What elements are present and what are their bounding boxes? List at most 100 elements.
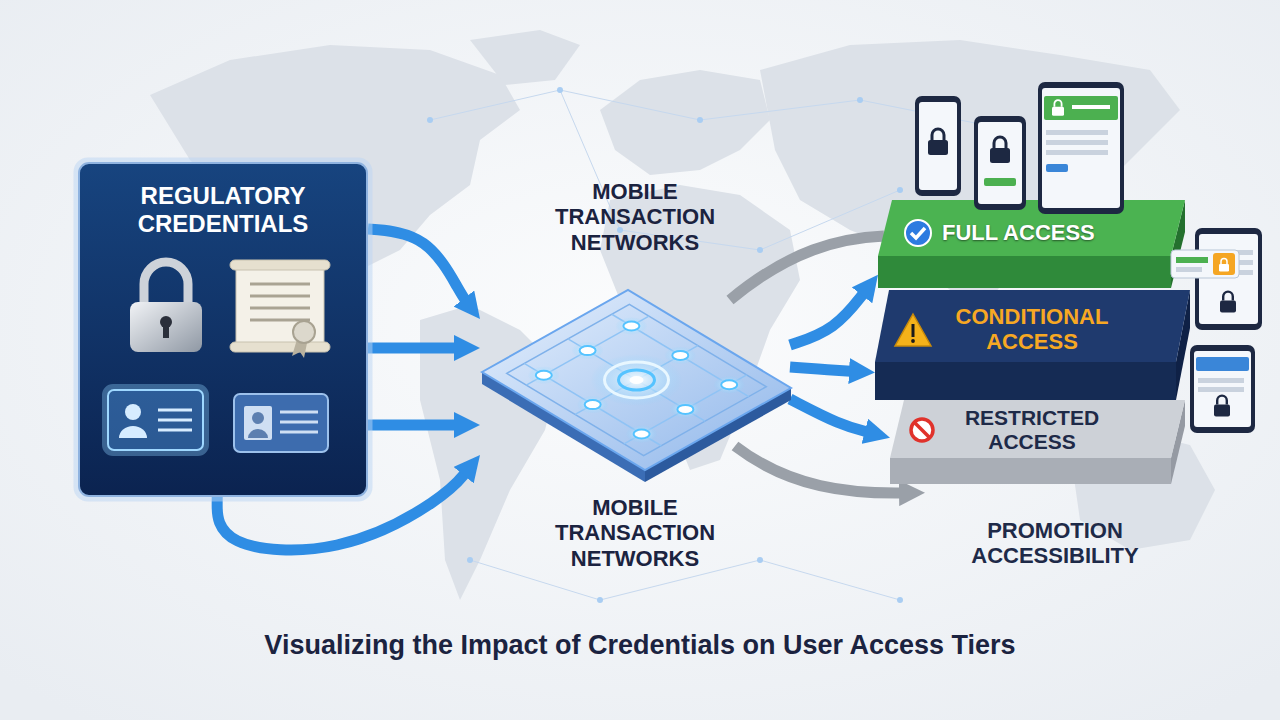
europe	[600, 70, 770, 175]
check-mark	[911, 228, 925, 238]
credentials-panel: REGULATORY CREDENTIALS	[78, 162, 368, 497]
slab-top	[875, 290, 1190, 362]
flow-arrow	[790, 367, 855, 371]
node-drawing	[482, 290, 791, 482]
network-dot	[757, 557, 763, 563]
chip-node-glow	[713, 376, 745, 394]
id-card-line	[158, 409, 192, 412]
chip-node	[585, 400, 601, 409]
section-label: PROMOTION ACCESSIBILITY	[935, 518, 1175, 569]
network-lines	[430, 90, 1010, 600]
warning-mark	[912, 324, 915, 337]
greenland	[470, 30, 580, 85]
flow-arrow	[368, 229, 468, 303]
device-frame	[1190, 345, 1255, 433]
flow-arrow	[790, 399, 871, 433]
chip-trace	[568, 339, 705, 421]
certificate-roll	[230, 260, 330, 270]
device-text-line	[1072, 105, 1110, 109]
chip-node	[623, 322, 639, 331]
lock-body	[1214, 404, 1230, 416]
flow-arrow	[368, 342, 460, 353]
device-text-line	[1046, 150, 1108, 155]
device-text-line	[1198, 378, 1244, 383]
warning-triangle	[895, 314, 931, 346]
network-platform: MOBILE TRANSACTION NETWORKS MOBILE TRANSA…	[480, 175, 790, 575]
network-dots	[427, 87, 1013, 603]
device-frame	[1038, 82, 1124, 214]
node-label: MOBILE TRANSACTION NETWORKS	[535, 179, 735, 255]
padlock-body	[130, 302, 202, 352]
chip-node-glow	[528, 366, 560, 384]
status-bar	[1176, 257, 1208, 263]
certificate-line	[250, 295, 310, 298]
certificate-line	[250, 307, 310, 310]
id-card-line	[280, 411, 318, 414]
certificate-line	[250, 283, 310, 286]
chip-inner-border	[507, 304, 767, 455]
flow-arrow	[368, 419, 460, 430]
lock-body	[1220, 300, 1236, 312]
id-person-body	[248, 429, 268, 438]
chip-node	[721, 380, 737, 389]
network-dot	[557, 87, 563, 93]
lock-shackle	[932, 129, 944, 140]
device-screen	[1042, 88, 1120, 208]
device-screen	[1199, 234, 1258, 324]
grey-flow-arrow	[735, 446, 905, 493]
network-dot	[597, 597, 603, 603]
device-screen	[978, 122, 1022, 204]
id-card-line	[158, 419, 192, 422]
certificate-sheet	[236, 266, 324, 346]
chip-core	[630, 376, 644, 384]
panel-glow	[76, 160, 370, 499]
device-text-line	[1046, 140, 1108, 145]
status-lock-tile	[1213, 253, 1235, 275]
chip-node-glow	[572, 342, 604, 360]
access-tier: CONDITIONAL ACCESS	[875, 290, 1190, 400]
lock-shackle	[1054, 100, 1061, 107]
device-header	[1196, 357, 1249, 371]
id-card-line	[280, 431, 318, 434]
node-label: MOBILE TRANSACTION NETWORKS	[535, 495, 735, 571]
chip-node	[536, 371, 552, 380]
access-tier: RESTRICTED ACCESS	[890, 400, 1185, 484]
access-tier: FULL ACCESS	[878, 200, 1185, 288]
padlock-keyhole	[163, 324, 169, 338]
slab-top	[878, 200, 1185, 256]
node-label: REGULATORY CREDENTIALS	[103, 182, 343, 237]
network-dot	[697, 117, 703, 123]
device-text-line	[1198, 387, 1244, 392]
device-text-line	[1046, 130, 1108, 135]
panel-box	[79, 163, 367, 496]
check-badge	[905, 220, 931, 246]
id-card-line	[280, 421, 318, 424]
continents	[150, 30, 1215, 600]
node-drawing	[890, 345, 1255, 484]
chip-core-ring	[619, 370, 655, 390]
prohibited-sign	[911, 419, 933, 441]
device-button	[984, 178, 1016, 186]
device-header	[1044, 96, 1118, 120]
slab-front	[878, 256, 1171, 288]
network-dot	[857, 97, 863, 103]
prohibited-slash	[915, 423, 930, 438]
lock-body	[990, 148, 1010, 163]
network-dot	[897, 597, 903, 603]
chip-node	[580, 346, 596, 355]
chip-core-ring	[605, 362, 669, 398]
lock-body	[928, 140, 948, 155]
id-card	[108, 390, 203, 450]
chip-node	[672, 351, 688, 360]
node-label: FULL ACCESS	[942, 220, 1095, 245]
id-person-head	[125, 404, 141, 420]
node-label: RESTRICTED ACCESS	[942, 406, 1122, 454]
lock-shackle	[994, 137, 1006, 148]
id-photo	[244, 406, 272, 440]
network-dot	[897, 187, 903, 193]
certificate-seal	[293, 321, 315, 343]
slab-front	[875, 362, 1176, 400]
device-screen	[1194, 351, 1251, 427]
lock-shackle	[1223, 292, 1233, 301]
